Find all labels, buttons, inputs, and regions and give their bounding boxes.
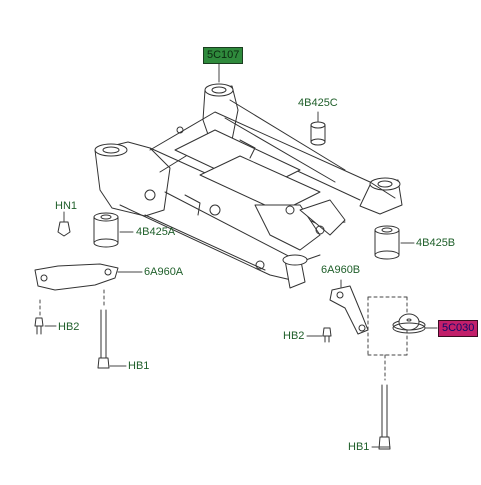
hn1-label[interactable]: HN1 xyxy=(55,200,78,212)
washer-part-label[interactable]: 5C030 xyxy=(438,320,479,337)
hb2-left-label[interactable]: HB2 xyxy=(58,321,80,333)
arm-6a960a xyxy=(34,263,119,291)
hn1-clip xyxy=(57,221,71,237)
bushing-4b425c xyxy=(310,121,326,146)
hb2-right-label[interactable]: HB2 xyxy=(283,330,305,342)
washer-5c030 xyxy=(392,313,426,334)
arm-right-label[interactable]: 6A960B xyxy=(321,264,361,276)
arm-left-label[interactable]: 6A960A xyxy=(144,266,184,278)
hb2-right-bolt xyxy=(322,327,332,343)
hb1-left-label[interactable]: HB1 xyxy=(128,360,150,372)
arm-6a960b xyxy=(329,285,369,335)
hb1-right-bolt xyxy=(378,384,391,450)
rear-subframe xyxy=(94,83,403,289)
leader-lines xyxy=(39,63,438,448)
bushing-left-label[interactable]: 4B425A xyxy=(136,226,176,238)
hb2-left-bolt xyxy=(34,317,44,335)
hb1-left-bolt xyxy=(97,309,110,369)
subframe-part-label[interactable]: 5C107 xyxy=(203,47,244,64)
bushing-right-label[interactable]: 4B425B xyxy=(416,237,456,249)
bushing-4b425a xyxy=(93,212,119,248)
bushing-top-label[interactable]: 4B425C xyxy=(298,97,338,109)
bushing-4b425b xyxy=(374,225,400,260)
hb1-right-label[interactable]: HB1 xyxy=(348,441,370,453)
